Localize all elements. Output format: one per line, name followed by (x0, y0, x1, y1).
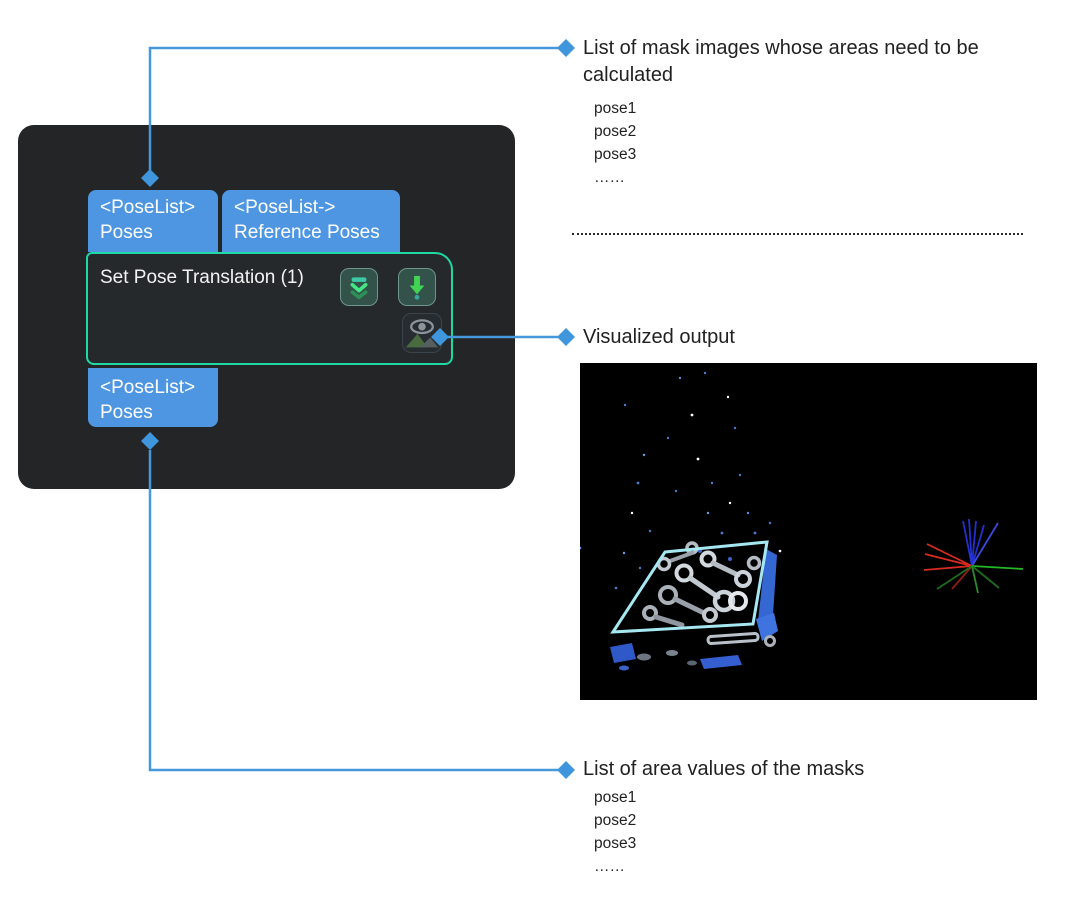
mask-pose-list: pose1 pose2 pose3 …… (594, 97, 636, 189)
pose-list-item: pose3 (594, 146, 637, 163)
port-name-label: Poses (100, 402, 153, 423)
pose-list-item: pose3 (594, 835, 637, 852)
visualized-output-image (580, 363, 1037, 700)
area-pose-list: pose1 pose2 pose3 …… (594, 786, 636, 878)
pose-list-item: …… (594, 169, 625, 186)
dotted-separator (572, 233, 1023, 235)
pose-list-item: pose2 (594, 123, 637, 140)
port-name-label: Reference Poses (234, 222, 380, 243)
output-port-poses[interactable]: <PoseList> Poses (88, 368, 218, 427)
run-step-button[interactable] (398, 268, 436, 306)
eye-over-image-icon (405, 319, 439, 348)
node-canvas: <PoseList> Poses <PoseList-> Reference P… (18, 125, 515, 489)
annotation-visualized-output-title: Visualized output (583, 326, 735, 348)
pose-list-item: pose2 (594, 812, 637, 829)
step-title: Set Pose Translation (1) (100, 267, 304, 288)
port-name-label: Poses (100, 222, 153, 243)
double-chevron-collapse-icon (350, 277, 368, 300)
pose-axes (923, 518, 1024, 594)
visualized-output-button[interactable] (402, 313, 442, 353)
pose-list-item: …… (594, 858, 625, 875)
input-port-reference-poses[interactable]: <PoseList-> Reference Poses (222, 190, 400, 252)
bin-side-panels (610, 549, 778, 669)
green-down-arrow-run-icon (409, 275, 425, 300)
stray-points (580, 371, 782, 590)
collapse-step-button[interactable] (340, 268, 378, 306)
port-type-label: <PoseList-> (234, 197, 336, 218)
input-port-poses[interactable]: <PoseList> Poses (88, 190, 218, 252)
pose-list-item: pose1 (594, 100, 637, 117)
connector-bottom-output (148, 450, 558, 772)
pose-list-item: pose1 (594, 789, 637, 806)
point-cloud-svg (580, 363, 1037, 700)
port-type-label: <PoseList> (100, 197, 196, 218)
pose-frame-outline (610, 540, 769, 634)
port-type-label: <PoseList> (100, 377, 196, 398)
annotation-mask-list-title: List of mask images whose areas need to … (583, 37, 979, 86)
step-node-set-pose-translation[interactable]: Set Pose Translation (1) (86, 252, 453, 365)
annotation-area-values-title: List of area values of the masks (583, 758, 865, 780)
